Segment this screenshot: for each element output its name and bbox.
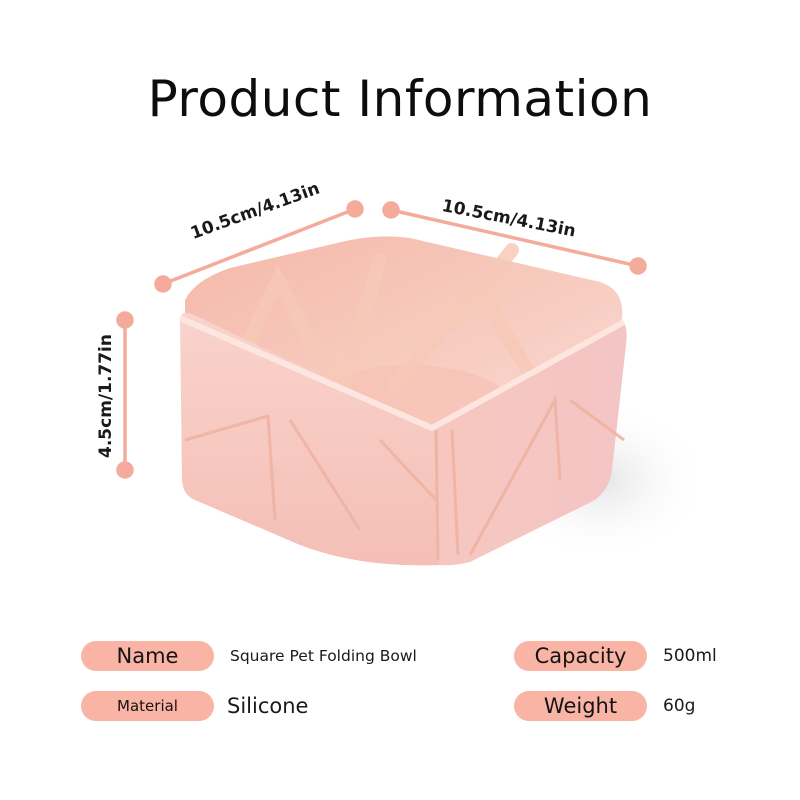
- product-figure: 10.5cm/4.13in 10.5cm/4.13in 4.5cm/1.77in: [96, 179, 710, 566]
- spec-label-pill: Weight: [514, 691, 647, 721]
- spec-value: 60g: [663, 696, 696, 716]
- spec-row-material: Material Silicone: [81, 691, 308, 721]
- spec-value: 500ml: [663, 646, 717, 666]
- bowl-illustration: [116, 200, 710, 566]
- spec-label-pill: Capacity: [514, 641, 647, 671]
- spec-row-capacity: Capacity 500ml: [514, 641, 717, 671]
- spec-label-pill: Material: [81, 691, 214, 721]
- spec-value: Square Pet Folding Bowl: [230, 647, 417, 665]
- spec-row-name: Name Square Pet Folding Bowl: [81, 641, 417, 671]
- bowl-side-face: [432, 322, 627, 566]
- page-title: Product Information: [147, 70, 653, 128]
- height-label: 4.5cm/1.77in: [96, 334, 116, 458]
- spec-label-pill: Name: [81, 641, 214, 671]
- bowl-front-face: [180, 312, 440, 566]
- spec-row-weight: Weight 60g: [514, 691, 695, 721]
- spec-value: Silicone: [227, 694, 309, 718]
- dimension-lines: [116, 200, 647, 479]
